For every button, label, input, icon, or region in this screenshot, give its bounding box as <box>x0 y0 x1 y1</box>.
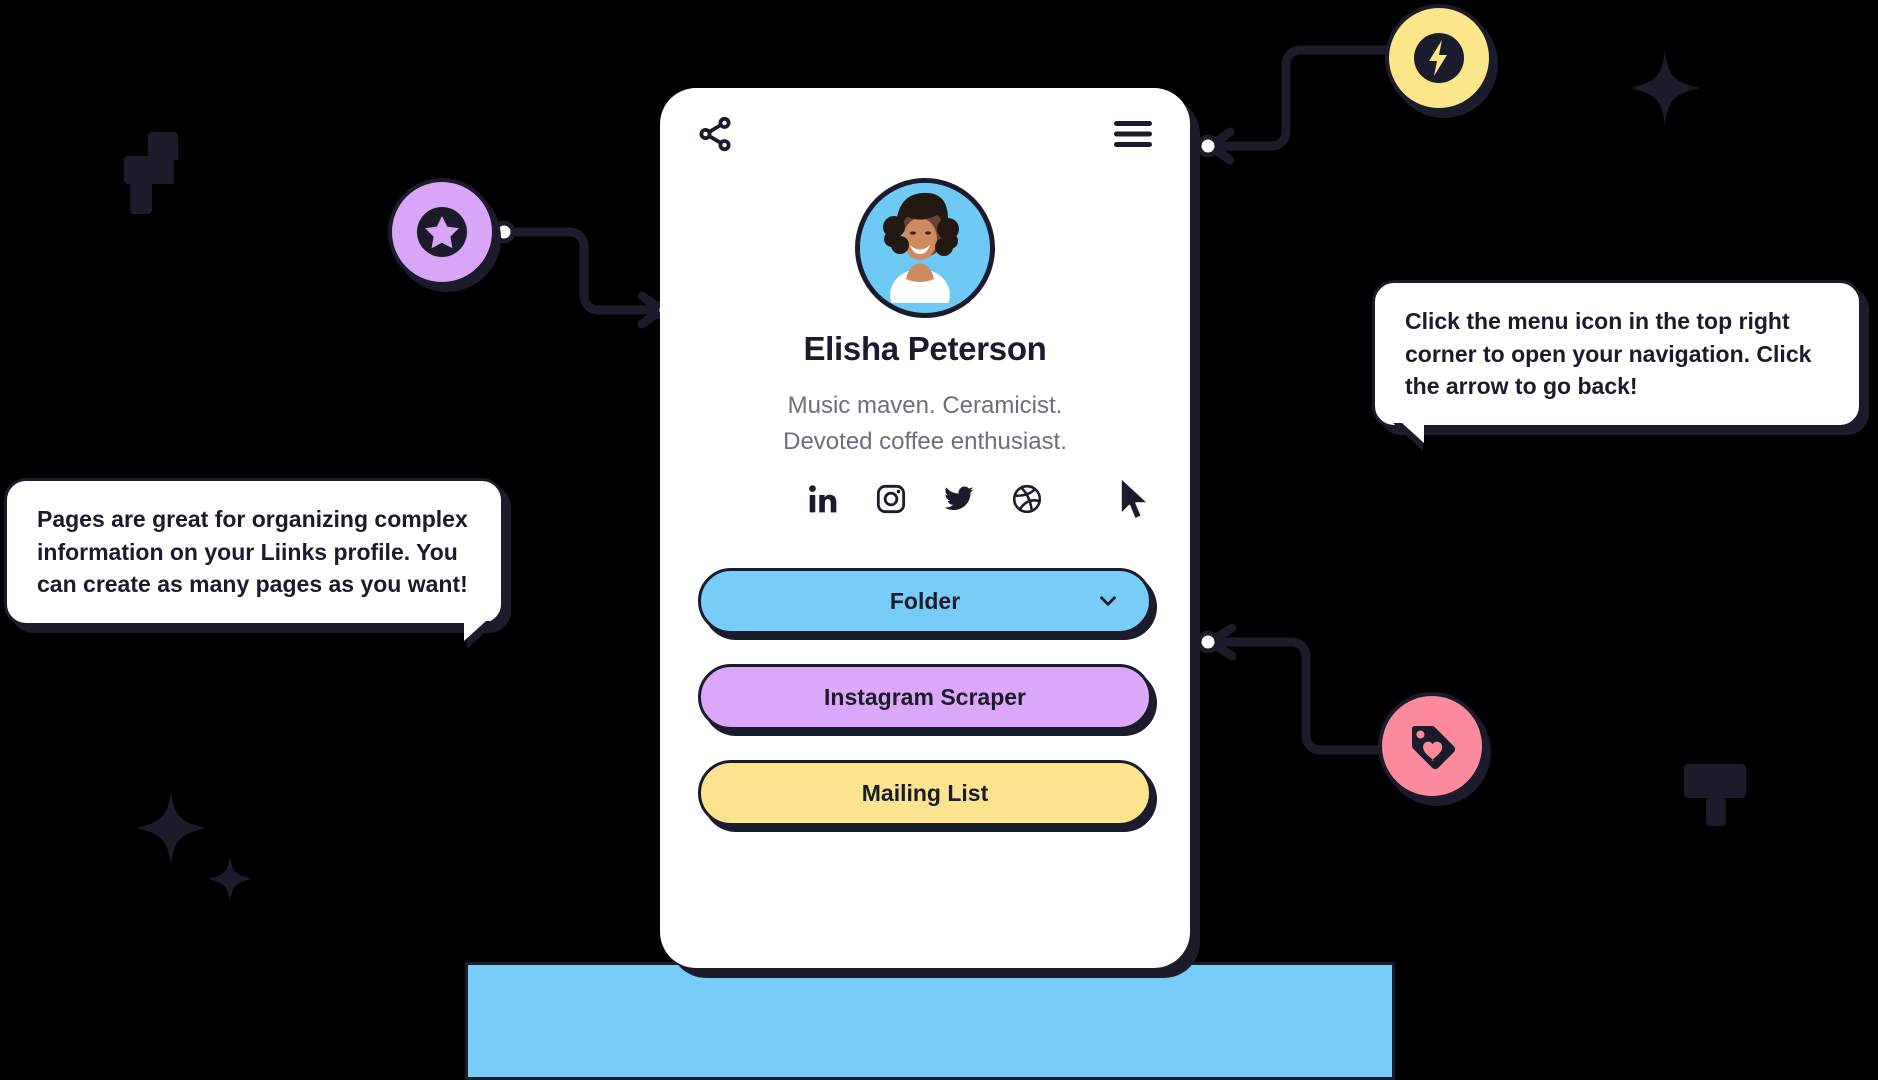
dribbble-icon[interactable] <box>1011 483 1043 515</box>
decorative-block-shape-top-left <box>112 122 194 214</box>
chevron-down-icon <box>1095 588 1121 614</box>
bottom-color-bar <box>465 962 1395 1080</box>
callout-left-text: Pages are great for organizing complex i… <box>37 506 468 598</box>
page-title: Elisha Peterson <box>803 330 1047 367</box>
callout-left: Pages are great for organizing complex i… <box>4 478 504 649</box>
hamburger-menu-icon[interactable] <box>1112 118 1154 150</box>
callout-right: Click the menu icon in the top right cor… <box>1372 280 1862 451</box>
decorative-block-shape-bottom-right <box>1680 760 1758 830</box>
callout-right-text: Click the menu icon in the top right cor… <box>1405 308 1812 400</box>
decorative-sparkle-bottom-left <box>136 790 206 866</box>
link-button-folder[interactable]: Folder <box>698 568 1152 634</box>
share-icon[interactable] <box>696 115 734 153</box>
link-buttons: Folder Instagram Scraper Mailing List <box>698 568 1152 826</box>
link-button-mailing-list[interactable]: Mailing List <box>698 760 1152 826</box>
instagram-icon[interactable] <box>875 483 907 515</box>
link-button-label: Instagram Scraper <box>824 683 1026 710</box>
twitter-icon[interactable] <box>943 483 975 515</box>
callout-left-tail-inner <box>464 620 486 641</box>
bio-line-1: Music maven. Ceramicist. <box>787 392 1063 419</box>
avatar <box>855 178 995 318</box>
profile-bio: Music maven. Ceramicist. Devoted coffee … <box>660 388 1190 460</box>
star-badge[interactable] <box>388 178 496 286</box>
link-button-label: Folder <box>889 587 961 614</box>
callout-right-tail-inner <box>1402 422 1424 443</box>
decorative-sparkle-top-right <box>1630 50 1700 126</box>
phone-preview: Elisha Peterson Music maven. Ceramicist.… <box>660 88 1190 968</box>
phone-top-bar <box>660 88 1190 180</box>
tag-badge[interactable] <box>1378 692 1486 800</box>
linkedin-icon[interactable] <box>807 483 839 515</box>
bio-line-2: Devoted coffee enthusiast. <box>783 428 1067 455</box>
mouse-cursor <box>1118 476 1152 522</box>
social-links <box>660 483 1190 515</box>
decorative-sparkle-small <box>208 855 252 903</box>
connector-star-to-profile <box>492 220 684 352</box>
bolt-badge[interactable] <box>1385 4 1493 112</box>
link-button-label: Mailing List <box>861 779 989 806</box>
link-button-instagram-scraper[interactable]: Instagram Scraper <box>698 664 1152 730</box>
